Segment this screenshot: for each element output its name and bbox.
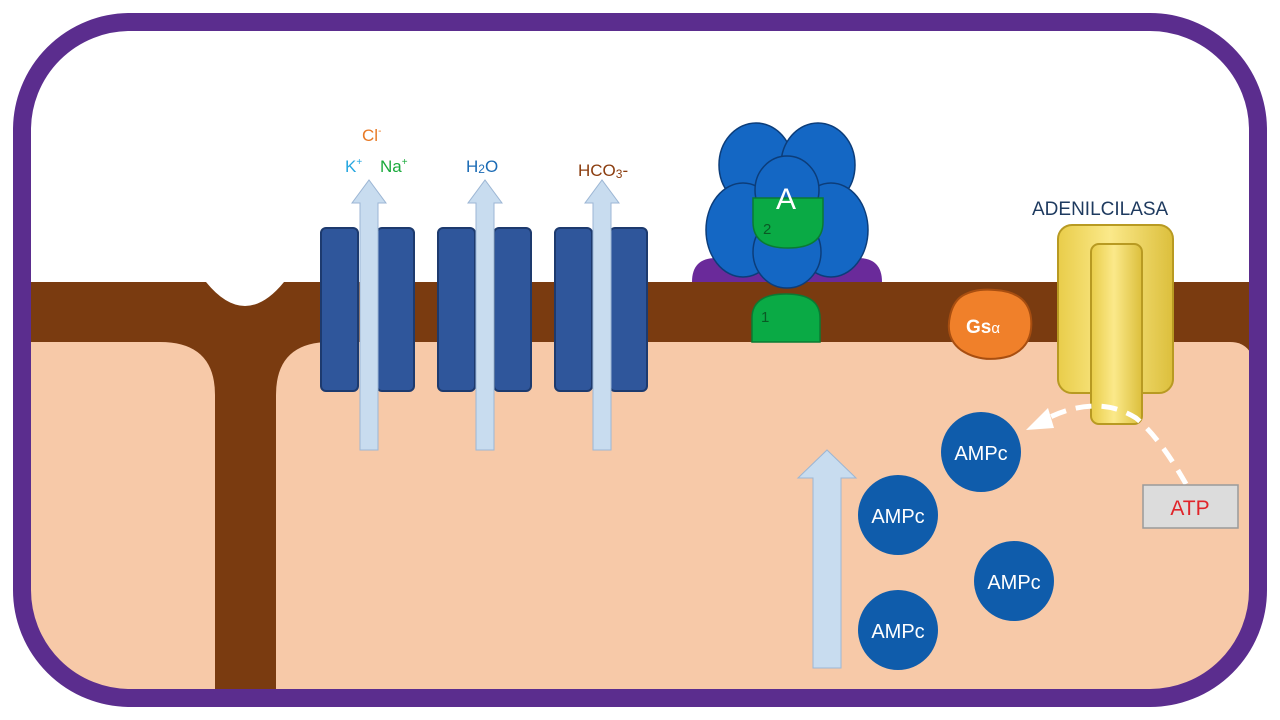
- left-cell-cytoplasm: [22, 342, 215, 698]
- bicarbonate-channel: [554, 179, 648, 451]
- atp-box-rect: [1142, 484, 1239, 529]
- chloride-label: Cl-: [362, 126, 381, 145]
- camp-molecules: AMPc AMPc AMPc AMPc: [858, 412, 1054, 670]
- camp-label-3: AMPc: [987, 572, 1040, 594]
- camp-molecule-4: [858, 590, 938, 670]
- adenylyl-cyclase: ADENILCILASA: [1032, 199, 1174, 425]
- channel-2-left-subunit: [437, 227, 476, 392]
- atp-box: ATP: [1142, 484, 1239, 529]
- adenylyl-cyclase-catalytic: [1090, 243, 1143, 425]
- receptor-label: A: [776, 183, 796, 216]
- cell-junction: [206, 282, 284, 306]
- adenylyl-cyclase-title: ADENILCILASA: [1032, 199, 1169, 220]
- gs-alpha-label: Gsα: [966, 317, 1000, 338]
- atp-label: ATP: [1170, 497, 1209, 520]
- channel-3-flow-arrow: [584, 179, 620, 451]
- channel-1-left-subunit: [320, 227, 359, 392]
- camp-label-4: AMPc: [871, 621, 924, 643]
- ion-channel-1: [320, 179, 415, 451]
- subunit-1-label: 1: [761, 309, 769, 326]
- channel-2-flow-arrow: [467, 179, 503, 451]
- camp-label-2: AMPc: [871, 506, 924, 528]
- conversion-arrowhead: [1026, 408, 1054, 430]
- channel-2-right-subunit: [493, 227, 532, 392]
- camp-molecule-3: [974, 541, 1054, 621]
- camp-label-1: AMPc: [954, 443, 1007, 465]
- bicarbonate-label: HCO3-: [578, 161, 628, 181]
- channel-1-right-subunit: [376, 227, 415, 392]
- camp-molecule-1: [941, 412, 1021, 492]
- camp-molecule-2: [858, 475, 938, 555]
- channel-3-right-subunit: [609, 227, 648, 392]
- water-channel: [437, 179, 532, 451]
- potassium-label: K+: [345, 157, 362, 176]
- channel-1-flow-arrow: [351, 179, 387, 451]
- channel-3-left-subunit: [554, 227, 593, 392]
- camp-increase-arrow: [796, 449, 858, 669]
- subunit-2-label: 2: [763, 221, 771, 238]
- gs-alpha-protein: Gsα: [947, 288, 1033, 360]
- gs-alpha-shape: [947, 288, 1033, 360]
- conversion-path: [1046, 403, 1189, 486]
- receptor-subunit-1: [751, 293, 821, 343]
- purple-frame: [13, 13, 1267, 707]
- sodium-label: Na+: [380, 157, 408, 176]
- receptor-complex: 2 A 1: [692, 122, 882, 343]
- receptor-subunit-2: [752, 197, 824, 249]
- water-label: H2O: [466, 157, 498, 176]
